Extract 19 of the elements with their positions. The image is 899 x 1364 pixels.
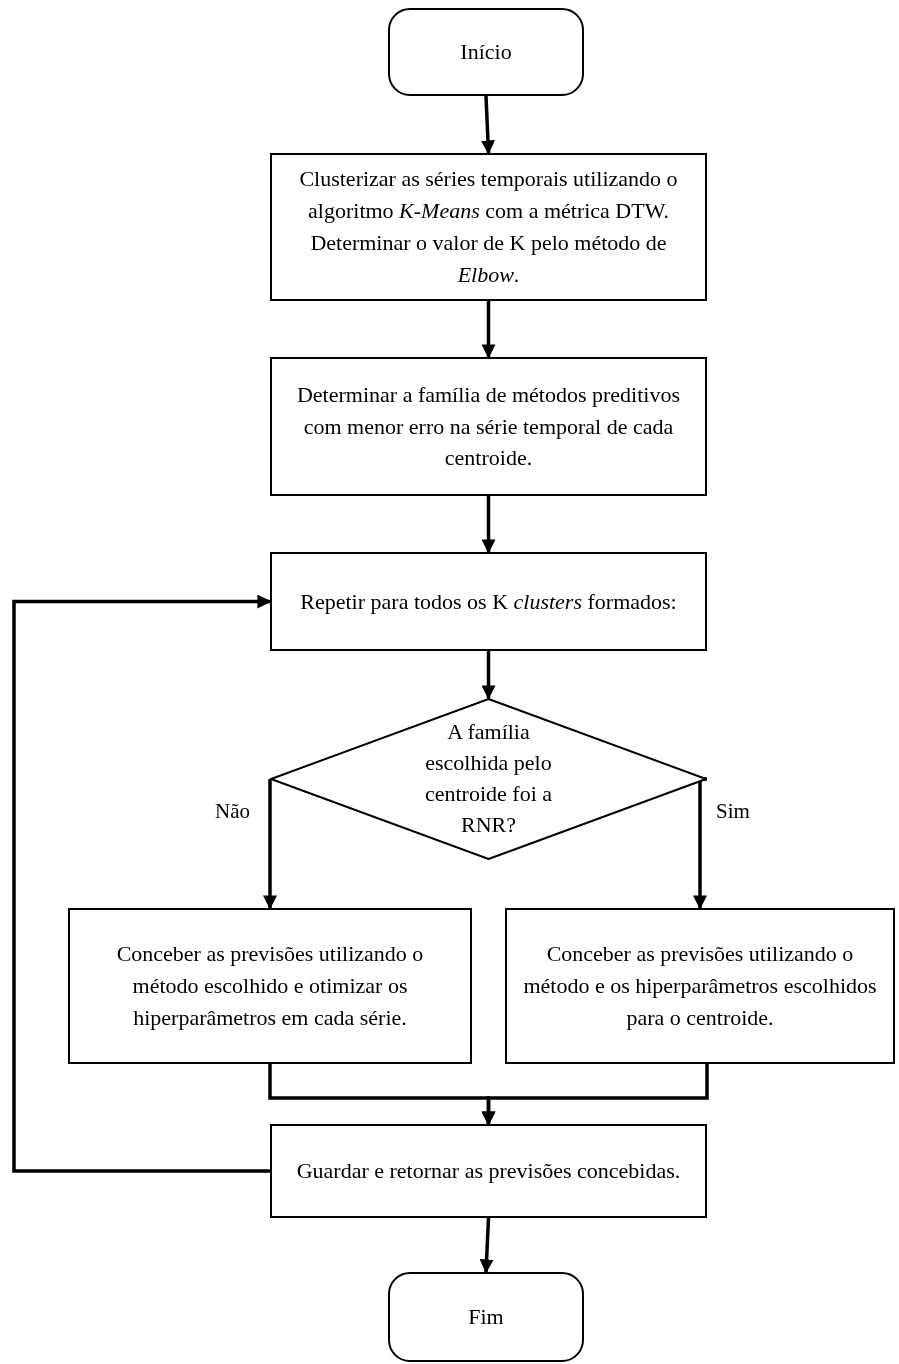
process-box: Clusterizar as séries temporais utilizando o algoritmo K-Means com a métrica DTW. Determinar o valor de K pelo método de Elbow. bbox=[270, 153, 707, 301]
decision-diamond bbox=[270, 698, 707, 860]
process-box: Repetir para todos os K clusters formados: bbox=[270, 552, 707, 651]
terminal-box: Início bbox=[388, 8, 584, 96]
arrow bbox=[479, 1217, 494, 1274]
arrow bbox=[12, 594, 272, 1173]
arrow bbox=[481, 301, 496, 359]
process-box: Guardar e retornar as previsões concebidas. bbox=[270, 1124, 707, 1218]
arrow bbox=[693, 777, 707, 910]
decision-text: A família escolhida pelo centroide foi a RNR? bbox=[423, 718, 554, 839]
arrow bbox=[481, 1064, 709, 1126]
process-box: Conceber as previsões utilizando o método e os hiperparâmetros escolhidos para o centroide. bbox=[505, 908, 895, 1064]
arrow bbox=[481, 496, 496, 554]
arrow bbox=[481, 651, 496, 700]
process-box: Conceber as previsões utilizando o método escolhido e otimizar os hiperparâmetros em cada série. bbox=[68, 908, 472, 1064]
arrow bbox=[263, 777, 277, 910]
terminal-box: Fim bbox=[388, 1272, 584, 1362]
process-box: Determinar a família de métodos preditivos com menor erro na série temporal de cada centroide. bbox=[270, 357, 707, 496]
arrow bbox=[480, 95, 495, 155]
